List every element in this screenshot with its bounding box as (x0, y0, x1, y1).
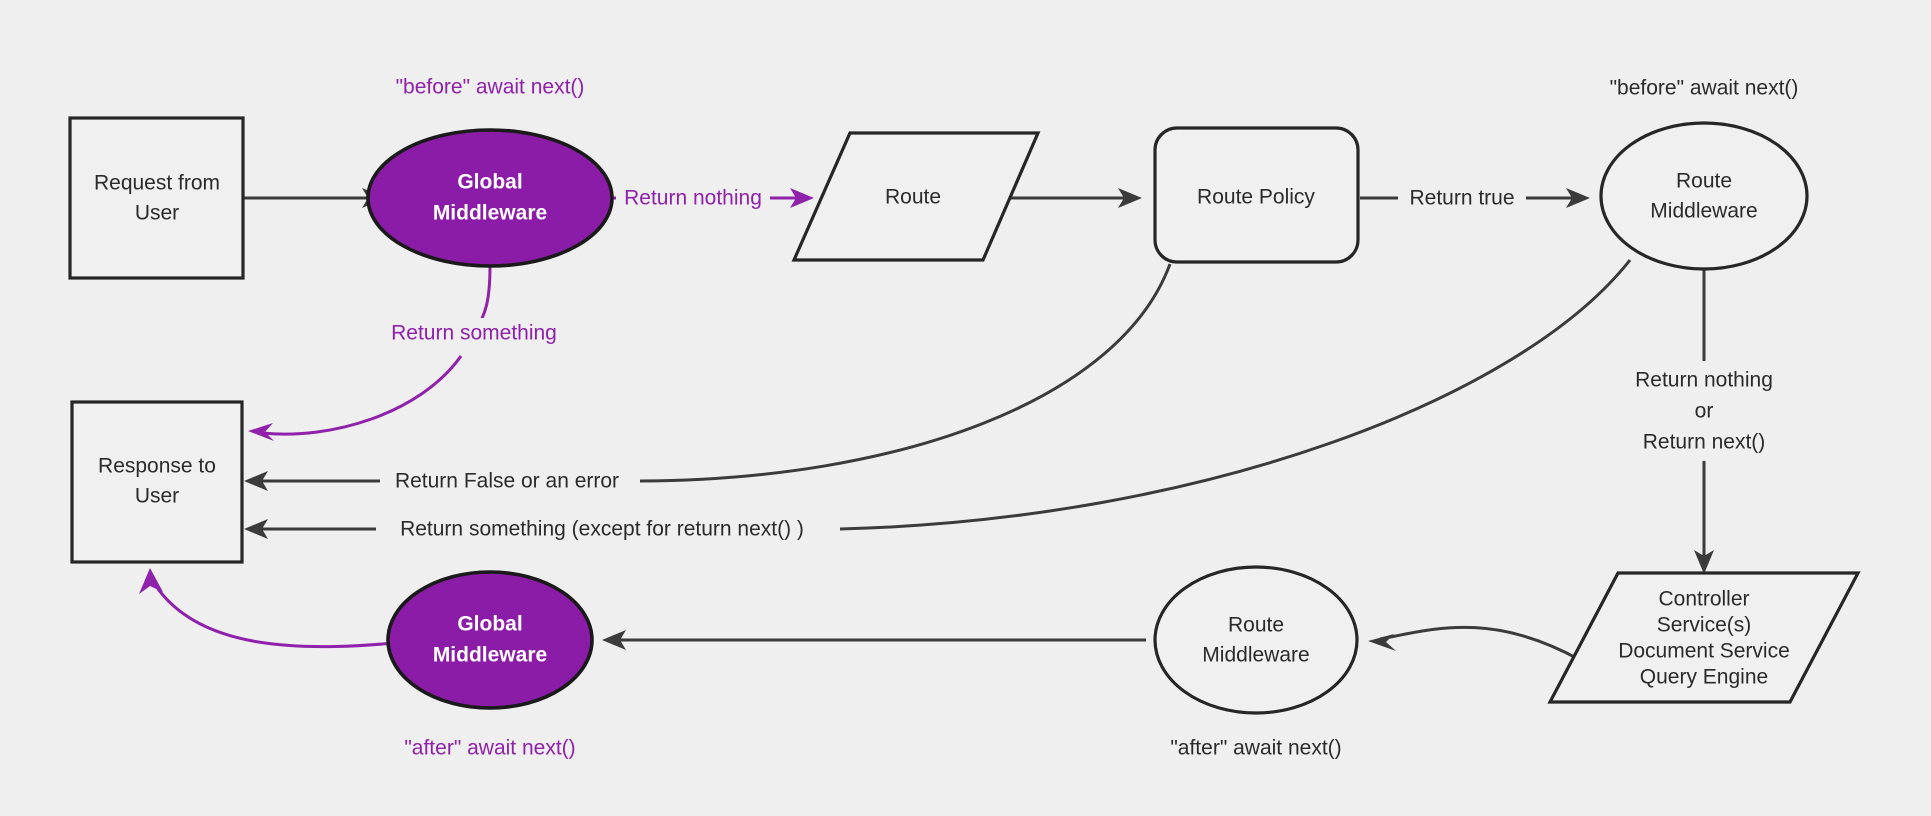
node-response-to-user[interactable]: Response to User (70, 400, 244, 564)
node-route-middleware-after-line2: Middleware (1202, 644, 1309, 667)
node-controller-line2: Service(s) (1657, 614, 1752, 637)
edge-label-return-false-or-error: Return False or an error (395, 470, 619, 493)
edge-global-middleware-after-to-response (139, 568, 425, 649)
edge-global-middleware-to-route: Return nothing (613, 184, 814, 212)
node-route-policy-label: Route Policy (1197, 186, 1315, 209)
node-route-middleware-before-line1: Route (1676, 170, 1732, 193)
node-response-to-user-line1: Response to (98, 455, 216, 478)
node-global-middleware-after[interactable]: Global Middleware (386, 570, 594, 710)
node-controller-line3: Document Service (1618, 640, 1790, 663)
node-request-from-user-line2: User (135, 202, 179, 225)
node-request-from-user-line1: Request from (94, 172, 220, 195)
node-global-middleware-before-line2: Middleware (433, 202, 547, 225)
annotation-after-await-next-global: "after" await next() (404, 737, 575, 760)
edge-global-middleware-to-response: Return something (248, 265, 568, 441)
node-route-policy[interactable]: Route Policy (1153, 126, 1360, 264)
edge-controller-to-route-middleware-after (1368, 625, 1581, 662)
edge-route-middleware-to-controller: Return nothing or Return next() (1613, 270, 1795, 574)
node-global-middleware-before-line1: Global (457, 171, 522, 194)
edge-route-middleware-to-response-something: Return something (except for return next… (244, 259, 1632, 544)
edge-route-policy-to-route-middleware: Return true (1360, 184, 1590, 212)
edge-label-return-nothing-line2: or (1695, 400, 1714, 423)
node-route-middleware-before-line2: Middleware (1650, 200, 1757, 223)
edge-label-return-true: Return true (1409, 187, 1514, 210)
annotation-after-await-next-route: "after" await next() (1170, 737, 1341, 760)
edge-label-return-something: Return something (391, 322, 557, 345)
node-global-middleware-before[interactable]: Global Middleware (366, 128, 614, 268)
node-global-middleware-after-line2: Middleware (433, 644, 547, 667)
node-global-middleware-after-line1: Global (457, 613, 522, 636)
node-route-middleware-after[interactable]: Route Middleware (1153, 565, 1359, 715)
edge-label-return-nothing-line3: Return next() (1643, 431, 1766, 454)
edge-label-return-nothing-line1: Return nothing (1635, 369, 1773, 392)
edge-route-to-route-policy (1008, 188, 1142, 208)
node-request-from-user[interactable]: Request from User (68, 116, 245, 280)
node-route-middleware-after-line1: Route (1228, 614, 1284, 637)
annotation-before-await-next-route: "before" await next() (1610, 77, 1799, 100)
edge-label-return-something-except: Return something (except for return next… (400, 518, 804, 541)
edge-request-to-global-middleware (244, 188, 386, 208)
node-route-middleware-before[interactable]: Route Middleware (1599, 121, 1809, 271)
node-response-to-user-line2: User (135, 485, 179, 508)
edge-route-policy-to-response-false: Return False or an error (244, 263, 1172, 496)
node-route[interactable]: Route (791, 131, 1041, 262)
node-route-label: Route (885, 186, 941, 209)
annotation-before-await-next-global: "before" await next() (396, 76, 585, 99)
edge-label-return-nothing: Return nothing (624, 187, 762, 210)
edge-route-middleware-after-to-global-middleware-after (602, 630, 1146, 650)
node-controller-line1: Controller (1658, 588, 1749, 611)
node-controller-line4: Query Engine (1640, 666, 1768, 689)
node-controller-services[interactable]: Controller Service(s) Document Service Q… (1547, 571, 1861, 704)
